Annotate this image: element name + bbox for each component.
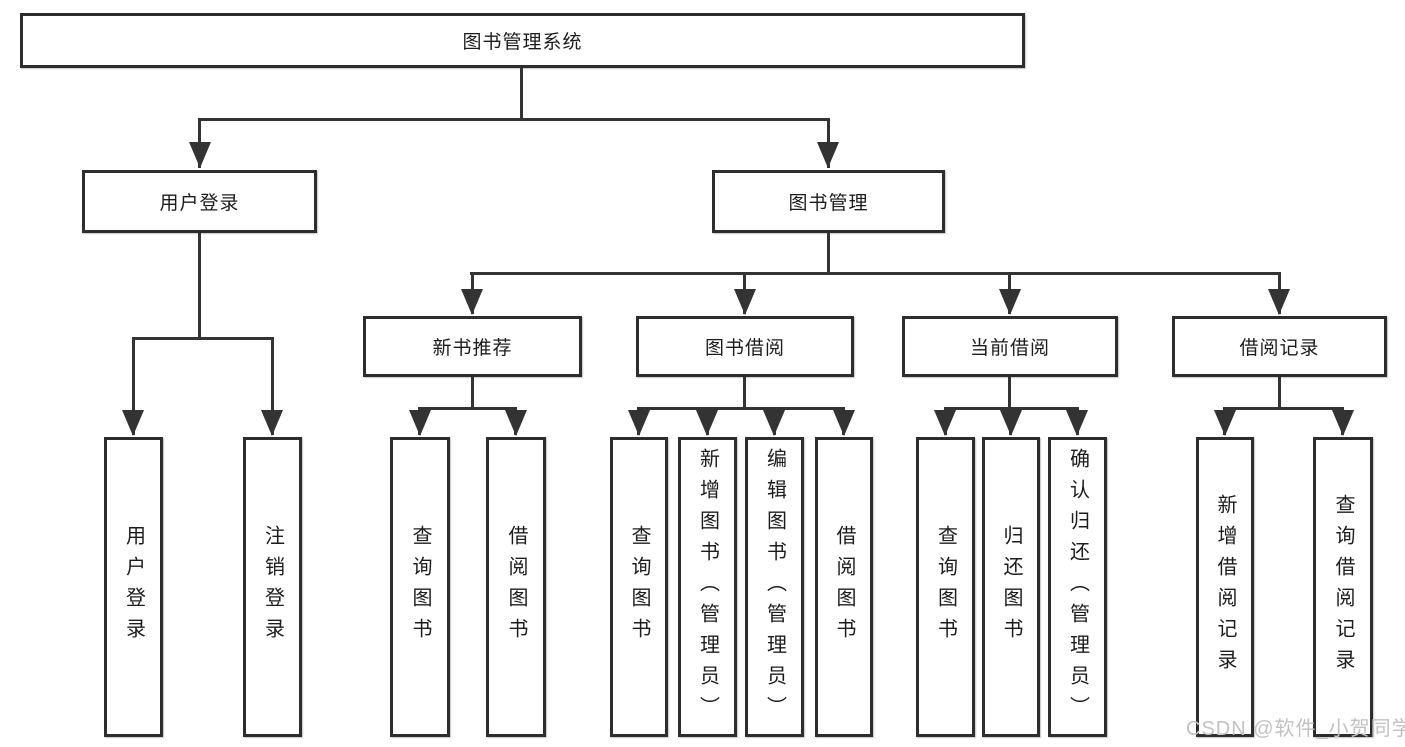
connector-drop-leaf-logout [271,337,274,435]
node-leaf-add-books-admin: 新增图书（管理员） [678,437,737,737]
node-label: 归还图书 [1000,525,1022,649]
node-label: 借阅记录 [1239,338,1320,359]
arrowhead-book-management [817,142,839,168]
node-library-management-system: 图书管理系统 [20,13,1025,68]
connector-book-borrowing-stem [743,377,746,410]
connector-current-borrowing-stem [1008,377,1011,410]
arrowhead-edit-books [763,410,785,436]
arrowhead-add-books [696,410,718,436]
connector-book-management-stem [827,233,830,275]
connector-level2-rail [198,118,830,121]
arrowhead-query-books-rec [409,410,431,436]
arrowhead-new-book-rec [461,289,483,315]
node-label: 编辑图书（管理员） [763,447,786,727]
node-label: 用户登录 [122,525,145,649]
node-label: 查询图书 [409,525,431,649]
connector-borrowing-records-rail [1223,407,1344,410]
arrowhead-borrow-books [833,410,855,436]
connector-user-login-rail [132,337,274,340]
node-book-borrowing: 图书借阅 [636,316,854,377]
node-new-book-recommendation: 新书推荐 [363,316,582,377]
node-leaf-add-borrow-record: 新增借阅记录 [1196,437,1254,737]
node-label: 借阅图书 [505,525,527,649]
node-leaf-query-books-borrow: 查询图书 [610,437,668,737]
arrowhead-book-borrowing [734,289,756,315]
node-label: 查询图书 [628,525,650,649]
node-leaf-query-borrow-record: 查询借阅记录 [1313,437,1373,737]
node-leaf-return-books: 归还图书 [982,437,1040,737]
node-label: 注销登录 [261,525,284,649]
arrowhead-leaf-logout [261,410,283,436]
arrowhead-user-login [189,142,211,168]
node-label: 新增图书（管理员） [696,447,719,727]
arrowhead-leaf-user-login [122,410,144,436]
node-label: 图书管理系统 [462,32,583,53]
connector-new-book-rec-stem [471,377,474,410]
node-label: 新增借阅记录 [1214,494,1236,680]
connector-drop-leaf-user-login [132,337,135,435]
arrowhead-query-books-borrow [628,410,650,436]
connector-book-borrowing-rail [637,407,845,410]
node-leaf-borrow-books-rec: 借阅图书 [486,437,546,737]
node-label: 新书推荐 [432,338,513,359]
arrowhead-query-books-current [934,410,956,436]
node-label: 查询图书 [934,525,957,649]
node-label: 图书借阅 [704,338,785,359]
node-label: 当前借阅 [969,338,1050,359]
arrowhead-query-borrow-record [1332,410,1354,436]
watermark: CSDN @软件_小贺同学 [1186,718,1405,740]
arrowhead-borrow-books-rec [505,410,527,436]
node-leaf-logout: 注销登录 [243,437,302,737]
connector-borrowing-records-stem [1278,377,1281,410]
node-label: 借阅图书 [833,525,855,649]
node-leaf-query-books-current: 查询图书 [916,437,975,737]
arrowhead-return-books [1000,410,1022,436]
node-label: 确认归还（管理员） [1066,447,1089,727]
connector-level3-rail [470,272,1280,275]
node-leaf-borrow-books: 借阅图书 [815,437,873,737]
connector-new-book-rec-rail [418,407,517,410]
node-label: 图书管理 [788,193,869,214]
arrowhead-current-borrowing [999,289,1021,315]
node-leaf-user-login: 用户登录 [104,437,163,737]
connector-user-login-stem [198,233,201,340]
node-leaf-edit-books-admin: 编辑图书（管理员） [745,437,804,737]
node-current-borrowing: 当前借阅 [902,316,1118,377]
node-borrowing-records: 借阅记录 [1172,316,1387,377]
arrowhead-borrowing-records [1268,289,1290,315]
node-leaf-confirm-return-admin: 确认归还（管理员） [1048,437,1107,737]
arrowhead-confirm-return [1066,410,1088,436]
node-label: 用户登录 [159,193,240,214]
node-user-login: 用户登录 [82,170,317,233]
connector-root-stem [520,68,523,121]
arrowhead-add-borrow-record [1214,410,1236,436]
node-label: 查询借阅记录 [1332,494,1354,680]
node-leaf-query-books-rec: 查询图书 [390,437,450,737]
node-book-management: 图书管理 [712,170,945,233]
